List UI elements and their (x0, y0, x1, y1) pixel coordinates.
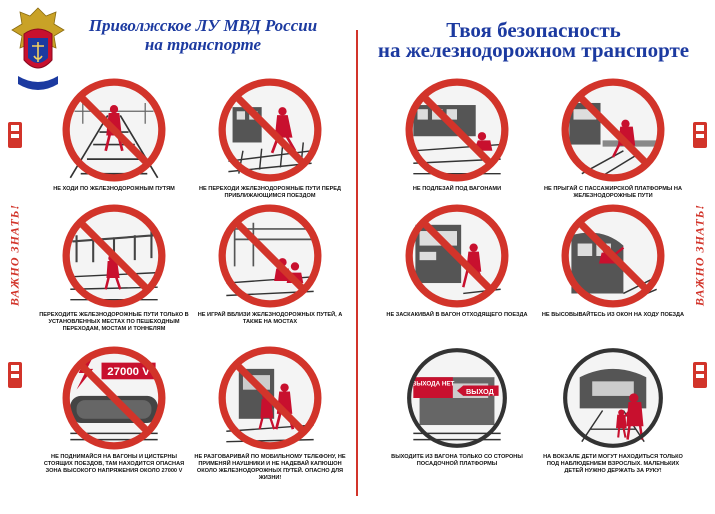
warning-caption: НЕ ХОДИ ПО ЖЕЛЕЗНОДОРОЖНЫМ ПУТЯМ (53, 186, 175, 192)
poster-title-line1: Твоя безопасность (446, 18, 621, 42)
warning-caption: НЕ ВЫСОВЫВАЙТЕСЬ ИЗ ОКОН НА ХОДУ ПОЕЗДА (541, 312, 685, 318)
warning-card: НЕ ПРЫГАЙ С ПАССАЖИРСКОЙ ПЛАТФОРМЫ НА ЖЕ… (533, 78, 693, 200)
warning-caption: НЕ ЗАСКАКИВАЙ В ВАГОН ОТХОДЯЩЕГО ПОЕЗДА (386, 312, 528, 318)
train-icon (8, 362, 22, 388)
voltage-label: 27000 V (107, 366, 150, 378)
warning-caption: ВЫХОДИТЕ ИЗ ВАГОНА ТОЛЬКО СО СТОРОНЫ ПОС… (391, 454, 523, 467)
side-banner-right: ВАЖНО ЗНАТЬ! (689, 120, 711, 390)
warning-card: ПЕРЕХОДИТЕ ЖЕЛЕЗНОДОРОЖНЫЕ ПУТИ ТОЛЬКО В… (34, 204, 194, 333)
warning-card: 27000 V НЕ ПОДНИМАЙСЯ НА ВАГОНЫ И ЦИСТЕР… (34, 346, 194, 475)
no-exit-sign: ВЫХОДА НЕТ (412, 381, 455, 388)
warning-caption: НЕ РАЗГОВАРИВАЙ ПО МОБИЛЬНОМУ ТЕЛЕФОНУ, … (194, 454, 346, 481)
high-voltage-prohibited-icon: 27000 V (62, 346, 166, 450)
playing-near-tracks-prohibited-icon (218, 204, 322, 308)
warning-card: НЕ ИГРАЙ ВБЛИЗИ ЖЕЛЕЗНОДОРОЖНЫХ ПУТЕЙ, А… (190, 204, 350, 326)
warning-caption: НА ВОКЗАЛЕ ДЕТИ МОГУТ НАХОДИТЬСЯ ТОЛЬКО … (543, 454, 683, 474)
warning-card: ВЫХОДА НЕТ ВЫХОД ВЫХОДИТЕ ИЗ ВАГОНА ТОЛЬ… (377, 346, 537, 468)
crossing-wrong-place-prohibited-icon (62, 204, 166, 308)
side-banner-left: ВАЖНО ЗНАТЬ! (4, 120, 26, 390)
warning-card: НЕ ПОДЛЕЗАЙ ПОД ВАГОНАМИ (377, 78, 537, 193)
warning-caption: НЕ ИГРАЙ ВБЛИЗИ ЖЕЛЕЗНОДОРОЖНЫХ ПУТЕЙ, А… (197, 312, 343, 325)
phone-near-tracks-prohibited-icon (218, 346, 322, 450)
train-icon (693, 362, 707, 388)
important-notice-text: ВАЖНО ЗНАТЬ! (692, 203, 707, 307)
crossing-before-train-prohibited-icon (218, 78, 322, 182)
boarding-moving-train-prohibited-icon (405, 204, 509, 308)
warning-caption: НЕ ПОДЛЕЗАЙ ПОД ВАГОНАМИ (412, 186, 502, 192)
warning-caption: НЕ ПЕРЕХОДИ ЖЕЛЕЗНОДОРОЖНЫЕ ПУТИ ПЕРЕД П… (198, 186, 342, 199)
walking-on-tracks-prohibited-icon (62, 78, 166, 182)
warning-caption: НЕ ПОДНИМАЙСЯ НА ВАГОНЫ И ЦИСТЕРНЫ СТОЯЩ… (43, 454, 185, 474)
organization-title-line1: Приволжское ЛУ МВД России (88, 16, 318, 35)
leaning-out-window-prohibited-icon (561, 204, 665, 308)
warning-card: НЕ ЗАСКАКИВАЙ В ВАГОН ОТХОДЯЩЕГО ПОЕЗДА (377, 204, 537, 319)
poster-title: Твоя безопасность на железнодорожном тра… (362, 18, 705, 62)
organization-title: Приволжское ЛУ МВД России на транспорте (74, 16, 332, 54)
warning-card: НЕ ПЕРЕХОДИ ЖЕЛЕЗНОДОРОЖНЫЕ ПУТИ ПЕРЕД П… (190, 78, 350, 200)
warning-caption: ПЕРЕХОДИТЕ ЖЕЛЕЗНОДОРОЖНЫЕ ПУТИ ТОЛЬКО В… (39, 312, 189, 332)
jumping-from-platform-prohibited-icon (561, 78, 665, 182)
warning-caption: НЕ ПРЫГАЙ С ПАССАЖИРСКОЙ ПЛАТФОРМЫ НА ЖЕ… (544, 186, 682, 199)
center-divider (356, 30, 358, 496)
warning-card: НЕ РАЗГОВАРИВАЙ ПО МОБИЛЬНОМУ ТЕЛЕФОНУ, … (190, 346, 350, 482)
children-supervision-icon (563, 348, 663, 448)
warning-card: НЕ ВЫСОВЫВАЙТЕСЬ ИЗ ОКОН НА ХОДУ ПОЕЗДА (533, 204, 693, 319)
police-emblem-icon (11, 7, 65, 90)
exit-sign: ВЫХОД (466, 387, 495, 396)
crawling-under-wagons-prohibited-icon (405, 78, 509, 182)
important-notice-text: ВАЖНО ЗНАТЬ! (7, 203, 22, 307)
organization-title-line2: на транспорте (144, 35, 262, 54)
train-icon (8, 122, 22, 148)
exit-side-icon: ВЫХОДА НЕТ ВЫХОД (407, 348, 507, 448)
poster-title-line2: на железнодорожном транспорте (377, 38, 690, 62)
train-icon (693, 122, 707, 148)
warning-card: НЕ ХОДИ ПО ЖЕЛЕЗНОДОРОЖНЫМ ПУТЯМ (34, 78, 194, 193)
warning-card: НА ВОКЗАЛЕ ДЕТИ МОГУТ НАХОДИТЬСЯ ТОЛЬКО … (533, 346, 693, 475)
